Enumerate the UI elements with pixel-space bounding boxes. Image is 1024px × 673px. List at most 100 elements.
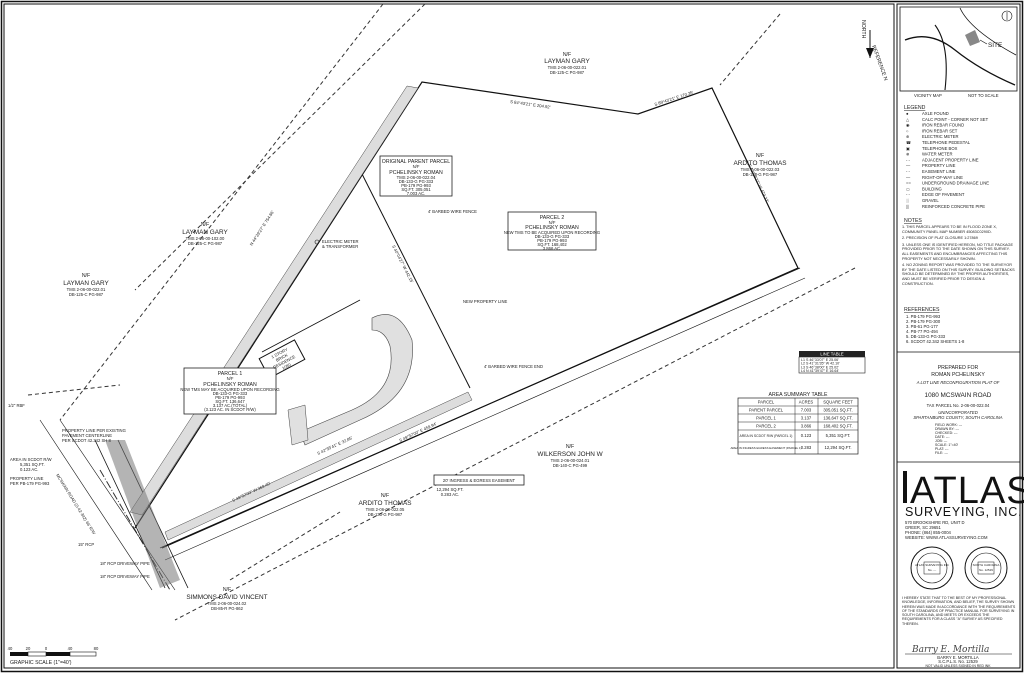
row-line-1: [159, 267, 801, 549]
new-line-label: NEW PROPERTY LINE: [463, 299, 507, 304]
layman-top-tms: TMS 2-06-00-022.01: [548, 65, 587, 70]
legend-symbol-3-icon: ◉: [906, 123, 910, 128]
electric-l2: & TRANSFORMER: [322, 244, 358, 249]
company-logo-bar: [903, 471, 907, 503]
layman-mid-tms: TMS 2-06-00-102.00: [186, 236, 225, 241]
simmons-db: DB-85-R PG-862: [211, 606, 244, 611]
legend-symbol-2-icon: △: [906, 117, 910, 122]
ref-5: 5. DB-133-G PG-333: [906, 334, 946, 339]
legend-item-8: WATER METER: [922, 152, 952, 157]
scale-label-3: 40: [68, 646, 73, 651]
legend-item-17: REINFORCED CONCRETE PIPE: [922, 204, 985, 209]
area-r1-sqft: 305,051 SQ.FT.: [823, 408, 852, 413]
prepared-client: ROMAN PCHELINSKY: [931, 372, 985, 378]
parcel1-sqft: SQ.FT. 136,647: [215, 399, 245, 404]
prepared-county: SPARTANBURG COUNTY, SOUTH CAROLINA: [913, 415, 1002, 420]
legend-item-13: UNDERGROUND DRAINAGE LINE: [922, 181, 989, 186]
info-2: DRAWN BY: ---: [935, 427, 960, 431]
adjoiner-labels: N/F LAYMAN GARY TMS 2-06-00-022.01 DB-12…: [63, 52, 786, 611]
company-name-bottom: SURVEYING, INC.: [905, 505, 1022, 519]
seal-right-text: SOUTH CAROLINA: [973, 563, 1000, 567]
line-row-3: L3 S 46°38'00" E 25.02': [801, 365, 839, 369]
area-r3-sqft: 168,402 SQ.FT.: [823, 424, 852, 429]
parcel1-nf: N/F: [227, 376, 234, 381]
scale-label-2: 0: [45, 646, 48, 651]
prop-pb-l2: PER PB-179 PG-993: [10, 481, 50, 486]
ardito-bottom-db: DB-133-G PG-987: [368, 512, 403, 517]
ardito-bottom-nf: N/F: [381, 493, 389, 499]
layman-left-tms: TMS 2-06-00-022.01: [67, 287, 106, 292]
ref-6: 6. SCDOT 42.342 SHEETS 1-8: [906, 339, 965, 344]
adjacent-line-6: [27, 384, 121, 396]
vicinity-map-frame: [899, 6, 1018, 92]
wilkerson-name: WILKERSON JOHN W: [537, 451, 603, 458]
area-r4-sqft: 5,351 SQ.FT.: [826, 433, 851, 438]
gravel-spur: [287, 404, 309, 446]
adjacent-line-3: [719, 13, 781, 86]
company-address1: 570 BROOKSHIRE RD, UNIT D: [905, 520, 965, 525]
note-4: 4. NO ZONING REPORT WAS PROVIDED TO THE …: [902, 263, 1015, 286]
notes-box: 1. THIS PARCEL APPEARS TO BE IN FLOOD ZO…: [902, 225, 1015, 286]
area-table-title: AREA SUMMARY TABLE: [768, 392, 828, 398]
prepared-for-label: PREPARED FOR: [938, 365, 979, 371]
parcel2-pb: PB-179 PG-993: [537, 238, 567, 243]
area-th-parcel: PARCEL: [758, 400, 775, 405]
new-property-line: [359, 169, 471, 389]
info-4: DATE: ---: [935, 435, 950, 439]
simmons-nf: N/F: [223, 587, 231, 593]
parcel1-box: [183, 367, 277, 415]
pavement-strip: [105, 440, 180, 588]
legend-symbol-15-icon: - -: [906, 192, 911, 197]
layman-top-name: LAYMAN GARY: [544, 58, 590, 65]
vicinity-north-icon: [1001, 10, 1013, 22]
line-row-4: L4 N 41°39'47" E 16.64': [801, 369, 839, 373]
notes-title: NOTES: [904, 218, 922, 224]
legend-symbol-8-icon: ⊗: [906, 152, 910, 157]
layman-left-name: LAYMAN GARY: [63, 280, 109, 287]
residence-l2: BRICK: [275, 352, 289, 363]
rbf-label: 1/2" RBF: [8, 403, 25, 408]
note-2: 2. PRECISION OF PLAT CLOSURE 1:27869: [902, 236, 978, 241]
legend-symbol-13-icon: ==: [906, 181, 911, 186]
electric-meter-symbol: [314, 239, 320, 245]
parcel2-sqft: SQ.FT. 168,402: [537, 242, 567, 247]
area-r2-parcel: PARCEL 1: [756, 416, 776, 421]
legend-symbol-4-icon: ○: [906, 128, 909, 133]
scale-label-0: 40: [8, 646, 13, 651]
north-label: NORTH: [860, 20, 866, 39]
graphic-scale: 40 20 0 40 80 GRAPHIC SCALE (1"=40'): [8, 646, 99, 666]
ref-3: 3. PB-61 PG-177: [906, 324, 939, 329]
easement-box: [433, 474, 525, 486]
area-r5-acres: 0.283: [801, 445, 812, 450]
area-r2-sqft: 136,647 SQ.FT.: [823, 416, 852, 421]
legend-item-15: EDGE OF PAVEMENT: [922, 192, 965, 197]
layman-top-db: DB-125-C PG-987: [550, 70, 585, 75]
legend-symbol-10-icon: —: [906, 163, 911, 168]
road-centerline: [99, 469, 171, 591]
residence-l4: 1080: [281, 362, 292, 371]
layman-top-nf: N/F: [563, 52, 571, 58]
seal-left-text: ATLAS SURVEYING INC: [915, 563, 950, 567]
parcel2-box: [507, 211, 597, 251]
parcel1-title: PARCEL 1: [218, 371, 243, 377]
ref-2: 2. PB-179 PG-300: [906, 319, 941, 324]
parent-parcel-boundary: [134, 81, 799, 549]
layman-left-db: DB-125-C PG-987: [69, 292, 104, 297]
vicinity-map-label: VICINITY MAP: [914, 93, 942, 98]
area-th-acres: ACRES: [799, 400, 814, 405]
company-name-top: ATLAS: [910, 470, 1024, 512]
references-title: REFERENCES: [904, 307, 940, 313]
title-block: SITE VICINITY MAP NOT TO SCALE LEGEND ●A…: [897, 6, 1024, 668]
legend-item-10: PROPERTY LINE: [922, 163, 956, 168]
legend-item-16: GRAVEL: [922, 198, 939, 203]
parcel2-title: PARCEL 2: [540, 215, 565, 221]
scale-label-1: 20: [26, 646, 31, 651]
info-6: SCALE: 1"=40': [935, 443, 959, 447]
line-table-title: LINE TABLE: [820, 352, 844, 357]
parcel1-db: DB-133-G PG-333: [213, 391, 248, 396]
titleblock-border: [896, 3, 1021, 669]
area-r3-parcel: PARCEL 2: [756, 424, 776, 429]
vicinity-road-1: [904, 36, 1016, 86]
plat-map: [27, 3, 856, 621]
seal-right-icon: SOUTH CAROLINA No. 12529: [964, 546, 1008, 590]
